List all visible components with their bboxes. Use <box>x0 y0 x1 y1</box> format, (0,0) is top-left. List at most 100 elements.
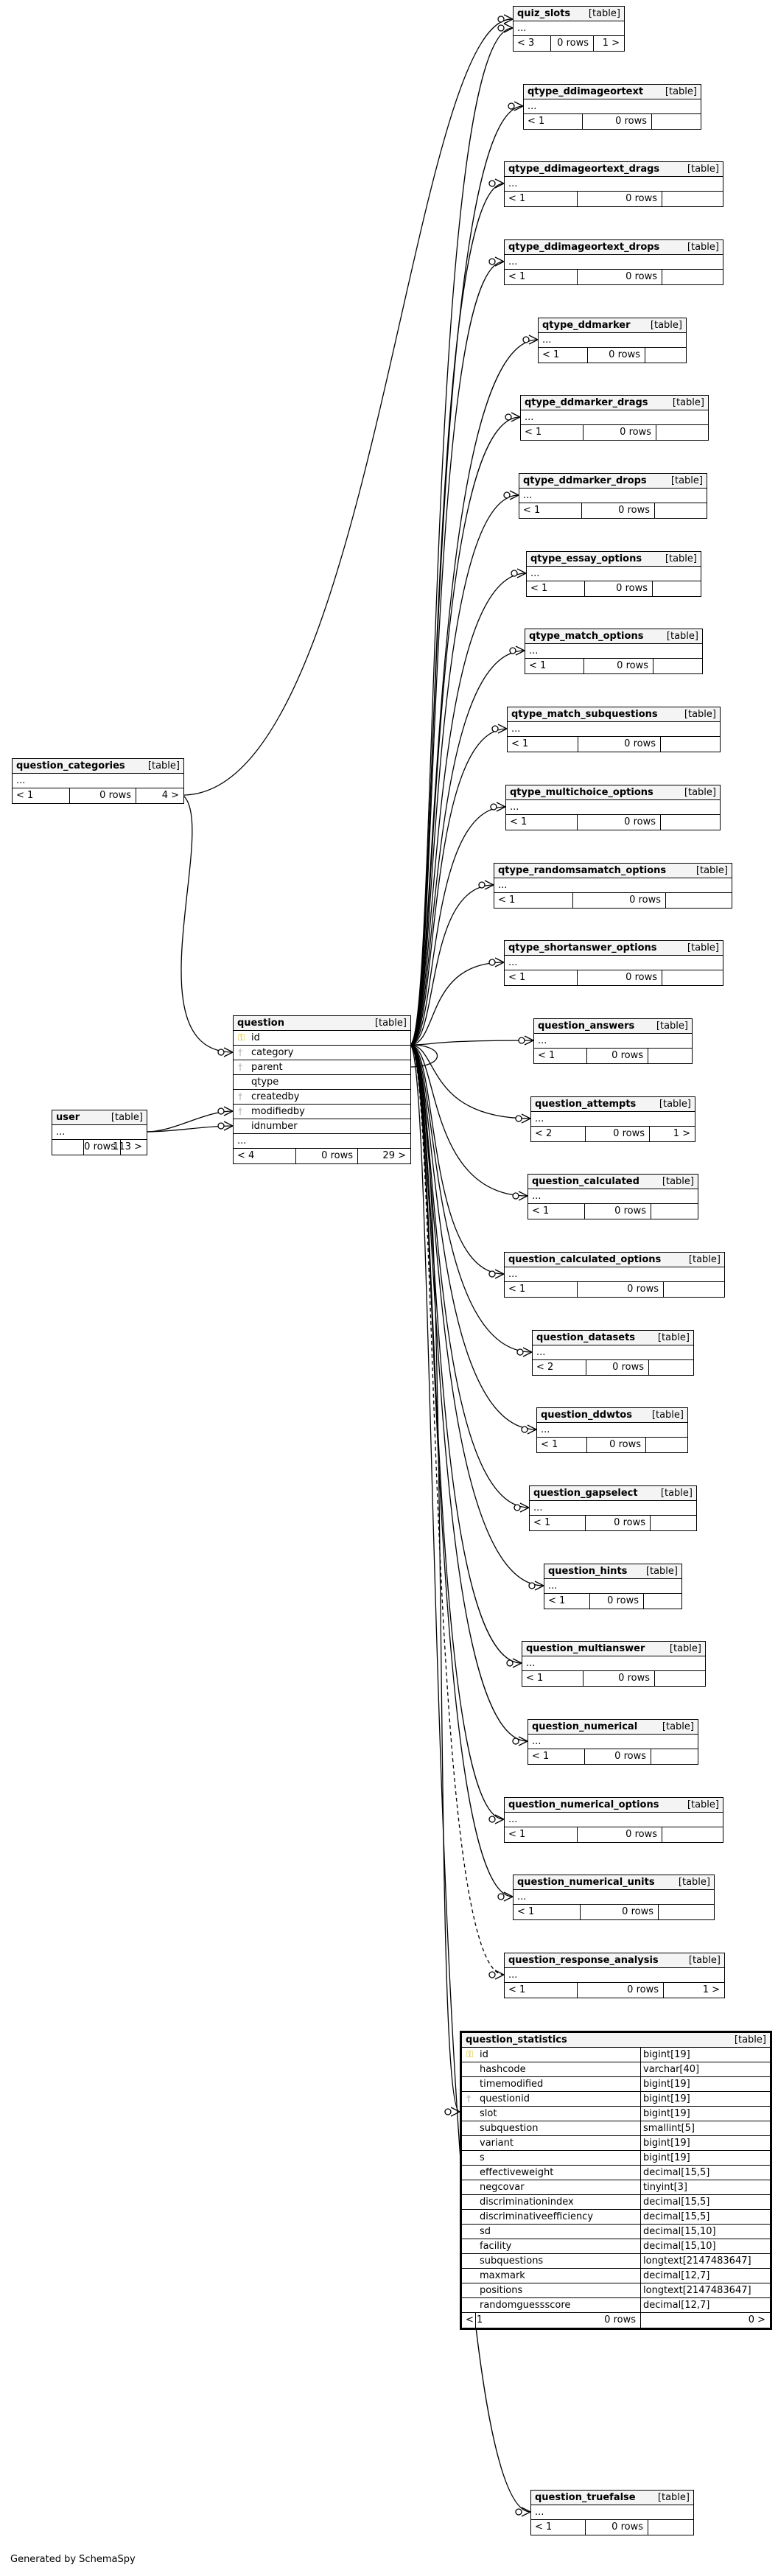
foreign-key-icon: † <box>238 1047 242 1057</box>
table-kind-label: [table] <box>687 942 719 953</box>
divider <box>69 788 70 803</box>
table-header: question_truefalse[table] <box>531 2491 693 2505</box>
key-icon: ⚿ <box>466 2049 474 2059</box>
relationship-line-question_numerical_units <box>409 1044 514 1897</box>
divider <box>585 1516 586 1530</box>
columns-ellipsis: ... <box>534 1034 692 1049</box>
row-count: 0 rows <box>625 193 657 204</box>
columns-ellipsis: ... <box>528 1735 698 1749</box>
column-row-modifiedby[interactable]: †modifiedby <box>234 1105 410 1119</box>
children-count: 113 > <box>113 1141 142 1152</box>
column-row-idnumber[interactable]: idnumber <box>234 1119 410 1134</box>
column-row-createdby[interactable]: †createdby <box>234 1090 410 1105</box>
table-qtype-randomsamatch-options[interactable]: qtype_randomsamatch_options[table]...< 1… <box>494 863 732 909</box>
column-type: bigint[19] <box>643 2108 690 2119</box>
column-name: timemodified <box>480 2079 544 2090</box>
divider <box>593 36 594 51</box>
table-kind-label: [table] <box>687 1799 719 1810</box>
table-header: question_attempts[table] <box>531 1097 695 1112</box>
columns-ellipsis: ... <box>514 21 624 36</box>
relationship-line-qtype_ddmarker_drags <box>409 416 521 1046</box>
foreign-key-icon: † <box>238 1062 242 1072</box>
divider <box>650 1516 651 1530</box>
column-row-qtype[interactable]: qtype <box>234 1075 410 1090</box>
table-name: question_statistics <box>466 2034 567 2045</box>
column-row-parent[interactable]: †parent <box>234 1060 410 1075</box>
column-type: smallint[5] <box>643 2123 695 2134</box>
column-row-id[interactable]: ⚿id <box>234 1031 410 1046</box>
parents-count: < 3 <box>517 38 535 49</box>
table-header: question_statistics[table] <box>462 2033 770 2048</box>
table-kind-label: [table] <box>656 1021 688 1032</box>
divider <box>640 2107 641 2121</box>
table-header: qtype_ddmarker[table] <box>539 318 686 333</box>
ellipsis-text: ... <box>528 101 537 112</box>
table-question-calculated-options[interactable]: question_calculated_options[table]...< 1… <box>504 1252 725 1298</box>
relationship-line-qtype_ddimageortext_drops <box>409 261 505 1046</box>
parents-count: < 2 <box>535 1128 553 1139</box>
parents-count: < 2 <box>536 1362 554 1373</box>
relationship-line-question_response_analysis <box>409 1044 505 1975</box>
table-header: question_hints[table] <box>544 1564 681 1579</box>
foreign-key-icon: † <box>238 1106 242 1116</box>
columns-ellipsis: ... <box>514 1890 714 1905</box>
divider <box>584 1749 585 1764</box>
children-count: 1 > <box>673 1128 690 1139</box>
columns-ellipsis: ... <box>537 1423 687 1438</box>
table-header: question_calculated_options[table] <box>505 1253 724 1267</box>
column-row-category[interactable]: †category <box>234 1046 410 1060</box>
parents-count: < 1 <box>538 1050 556 1061</box>
